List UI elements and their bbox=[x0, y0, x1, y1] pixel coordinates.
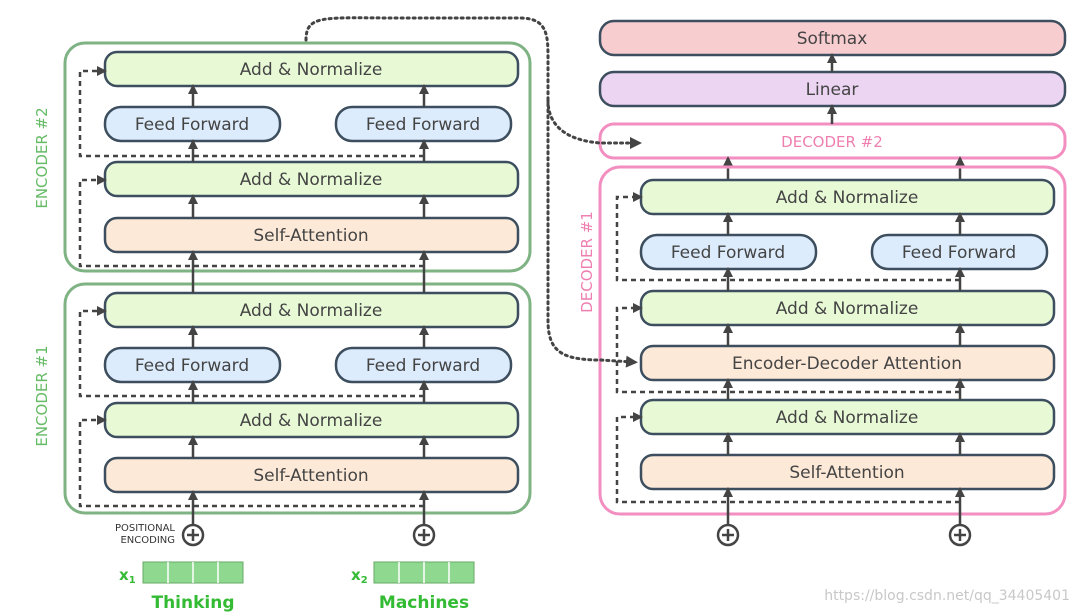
encoder-2-add-normalize-top-label: Add & Normalize bbox=[240, 60, 383, 80]
softmax-label: Softmax bbox=[797, 29, 868, 49]
encoder-1-residuals bbox=[78, 306, 424, 508]
decoder-stack: Softmax Linear DECODER #2 DECODER #1 Add… bbox=[578, 19, 1067, 547]
encoder-inputs: POSITIONAL ENCODING x1 Thinking x2 Machi… bbox=[115, 490, 475, 613]
positional-encoding-plus-left bbox=[181, 523, 205, 547]
encoder-1: ENCODER #1 Add & Normalize Feed Forward … bbox=[33, 250, 532, 515]
encoder-1-frame bbox=[63, 282, 532, 515]
encoder-2-label: ENCODER #2 bbox=[33, 107, 51, 208]
decoder-1-label: DECODER #1 bbox=[578, 211, 596, 313]
decoder-1-add-normalize-bottom-label: Add & Normalize bbox=[776, 408, 919, 428]
encoder-2-frame bbox=[63, 41, 532, 273]
x1-label: x1 bbox=[119, 566, 136, 586]
x2-label: x2 bbox=[351, 566, 368, 586]
positional-encoding-label-line2: ENCODING bbox=[120, 535, 175, 546]
encoder-1-feed-forward-left-label: Feed Forward bbox=[135, 356, 249, 376]
decoder-1-add-normalize-middle-label: Add & Normalize bbox=[776, 299, 919, 319]
decoder-plus-right bbox=[948, 523, 972, 547]
decoder-1-encoder-decoder-attention bbox=[639, 344, 1056, 382]
decoder-1-arrows bbox=[723, 212, 965, 524]
word-thinking: Thinking bbox=[151, 593, 234, 613]
encoder-2-self-attention-label: Self-Attention bbox=[253, 226, 368, 246]
decoder-2-label: DECODER #2 bbox=[781, 133, 883, 151]
x1-embedding-vector bbox=[142, 561, 244, 584]
encoder-2-add-normalize-bottom-label: Add & Normalize bbox=[240, 170, 383, 190]
x2-embedding-vector bbox=[373, 561, 475, 584]
decoder-1-feed-forward-right-label: Feed Forward bbox=[902, 243, 1016, 263]
watermark: https://blog.csdn.net/qq_34405401 bbox=[824, 588, 1070, 604]
decoder-1-encoder-decoder-attention-label: Encoder-Decoder Attention bbox=[732, 354, 962, 374]
encoder-2: ENCODER #2 Add & Normalize Feed Forward … bbox=[33, 41, 532, 273]
encoder-2-self-attention bbox=[103, 216, 520, 254]
linear-label: Linear bbox=[806, 80, 859, 100]
decoder-plus-left bbox=[716, 523, 740, 547]
encoder-output-connection bbox=[304, 16, 642, 368]
positional-encoding-label-line1: POSITIONAL bbox=[115, 523, 175, 534]
decoder-1-self-attention-label: Self-Attention bbox=[789, 463, 904, 483]
input-arrows bbox=[188, 490, 429, 524]
encoder-1-add-normalize-top-label: Add & Normalize bbox=[240, 301, 383, 321]
decoder-1-frame bbox=[598, 165, 1067, 516]
encoder-2-feed-forward-right-label: Feed Forward bbox=[366, 115, 480, 135]
encoder-1-arrows bbox=[188, 250, 429, 458]
decoder-1-self-attention bbox=[639, 453, 1056, 491]
positional-encoding-plus-right bbox=[412, 523, 436, 547]
decoder-1-residuals bbox=[615, 192, 960, 504]
decoder-top-arrows bbox=[723, 53, 965, 180]
encoder-2-feed-forward-left-label: Feed Forward bbox=[135, 115, 249, 135]
encoder-1-label: ENCODER #1 bbox=[33, 345, 51, 446]
decoder-1-feed-forward-left-label: Feed Forward bbox=[671, 243, 785, 263]
encoder-2-residuals bbox=[78, 66, 424, 268]
encoder-1-self-attention-label: Self-Attention bbox=[253, 466, 368, 486]
encoder-1-add-normalize-bottom-label: Add & Normalize bbox=[240, 411, 383, 431]
encoder-2-arrows bbox=[188, 84, 429, 218]
encoder-1-self-attention bbox=[103, 456, 520, 494]
word-machines: Machines bbox=[379, 593, 469, 613]
decoder-1-add-normalize-top-label: Add & Normalize bbox=[776, 188, 919, 208]
encoder-1-feed-forward-right-label: Feed Forward bbox=[366, 356, 480, 376]
